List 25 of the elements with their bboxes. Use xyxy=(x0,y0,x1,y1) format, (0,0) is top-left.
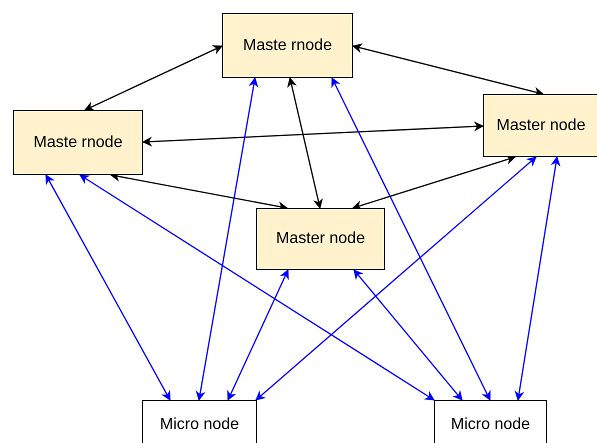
arrow xyxy=(331,77,491,401)
node-label: Maste rnode xyxy=(243,36,332,54)
micro-node-box xyxy=(434,400,547,443)
master-node-box xyxy=(256,208,385,270)
arrow xyxy=(227,269,289,401)
arrow xyxy=(255,156,537,401)
arrow xyxy=(142,121,484,147)
master-node-box xyxy=(13,110,143,175)
node-label: Maste rnode xyxy=(34,134,122,152)
node-label: Micro node xyxy=(160,416,240,434)
master-node-box xyxy=(483,94,597,157)
arrow xyxy=(353,269,463,401)
arrow xyxy=(352,154,516,210)
arrow xyxy=(514,156,560,401)
arrow xyxy=(352,43,544,97)
arrow xyxy=(84,45,223,111)
node-label: Master node xyxy=(496,116,586,134)
node-label: Master node xyxy=(276,230,365,248)
arrow xyxy=(45,174,171,401)
arrow xyxy=(287,77,323,209)
micro-node-box xyxy=(142,400,257,443)
master-node-box xyxy=(222,13,353,78)
node-label: Micro node xyxy=(450,416,530,434)
arrow xyxy=(79,174,435,401)
arrow xyxy=(196,77,258,401)
